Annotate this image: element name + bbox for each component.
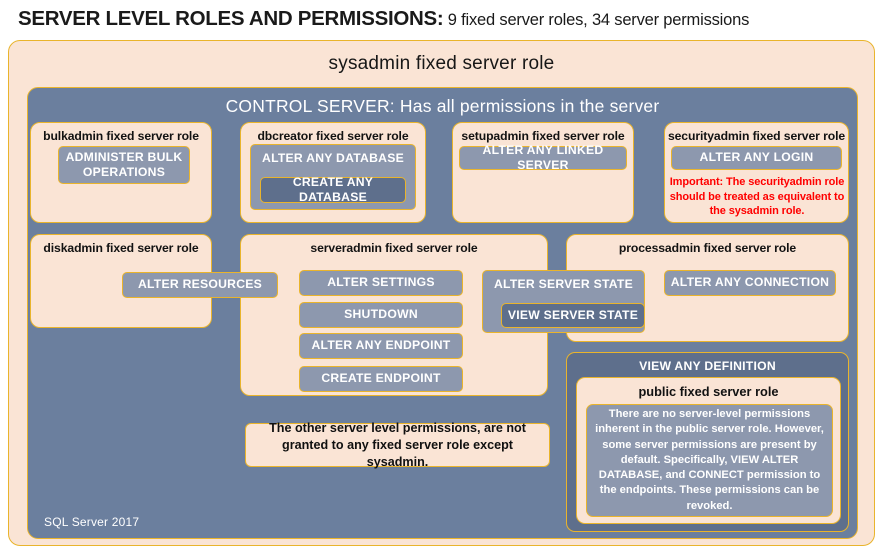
permission-alter-any-endpoint[interactable]: ALTER ANY ENDPOINT xyxy=(299,333,463,359)
permission-create-endpoint[interactable]: CREATE ENDPOINT xyxy=(299,366,463,392)
permission-alter-resources[interactable]: ALTER RESOURCES xyxy=(122,272,278,298)
role-card-diskadmin: diskadmin fixed server role xyxy=(30,234,212,328)
role-title-securityadmin: securityadmin fixed server role xyxy=(667,129,846,143)
permission-alter-any-linked-server[interactable]: ALTER ANY LINKED SERVER xyxy=(459,143,627,172)
other-permissions-note: The other server level permissions, are … xyxy=(245,421,550,469)
role-title-processadmin: processadmin fixed server role xyxy=(618,241,797,255)
permission-create-any-database[interactable]: CREATE ANY DATABASE xyxy=(260,175,406,204)
permission-view-any-definition-label: VIEW ANY DEFINITION xyxy=(639,359,776,373)
permission-administer-bulk-operations[interactable]: ADMINISTER BULK OPERATIONS xyxy=(58,146,190,184)
permission-alter-any-database-label: ALTER ANY DATABASE xyxy=(262,151,404,165)
role-title-dbcreator: dbcreator fixed server role xyxy=(257,129,409,143)
page-title-main: SERVER LEVEL ROLES AND PERMISSIONS: xyxy=(18,7,444,30)
page-title-sub: 9 fixed server roles, 34 server permissi… xyxy=(443,11,750,29)
role-title-setupadmin: setupadmin fixed server role xyxy=(461,129,625,143)
role-card-public: public fixed server role There are no se… xyxy=(576,377,841,524)
control-server-label: CONTROL SERVER: Has all permissions in t… xyxy=(225,96,660,116)
role-title-diskadmin: diskadmin fixed server role xyxy=(43,241,199,255)
role-title-bulkadmin: bulkadmin fixed server role xyxy=(43,129,199,143)
role-card-securityadmin: securityadmin fixed server role xyxy=(664,122,849,223)
permission-view-server-state[interactable]: VIEW SERVER STATE xyxy=(501,303,645,328)
permission-alter-settings[interactable]: ALTER SETTINGS xyxy=(299,270,463,296)
page-title: SERVER LEVEL ROLES AND PERMISSIONS: 9 fi… xyxy=(18,7,749,31)
sysadmin-role-label: sysadmin fixed server role xyxy=(328,53,555,74)
sql-server-version-label: SQL Server 2017 xyxy=(44,515,140,529)
permission-alter-any-connection[interactable]: ALTER ANY CONNECTION xyxy=(664,270,836,296)
permission-alter-server-state-label: ALTER SERVER STATE xyxy=(493,277,634,291)
securityadmin-warning-note: Important: The securityadmin role should… xyxy=(669,176,845,218)
permission-shutdown[interactable]: SHUTDOWN xyxy=(299,302,463,328)
role-title-public: public fixed server role xyxy=(638,384,779,399)
permission-view-any-definition[interactable]: VIEW ANY DEFINITION public fixed server … xyxy=(566,352,849,532)
role-card-setupadmin: setupadmin fixed server role xyxy=(452,122,634,223)
permission-alter-any-login[interactable]: ALTER ANY LOGIN xyxy=(671,146,842,170)
public-role-note: There are no server-level permissions in… xyxy=(586,404,833,517)
role-title-serveradmin: serveradmin fixed server role xyxy=(310,241,478,255)
